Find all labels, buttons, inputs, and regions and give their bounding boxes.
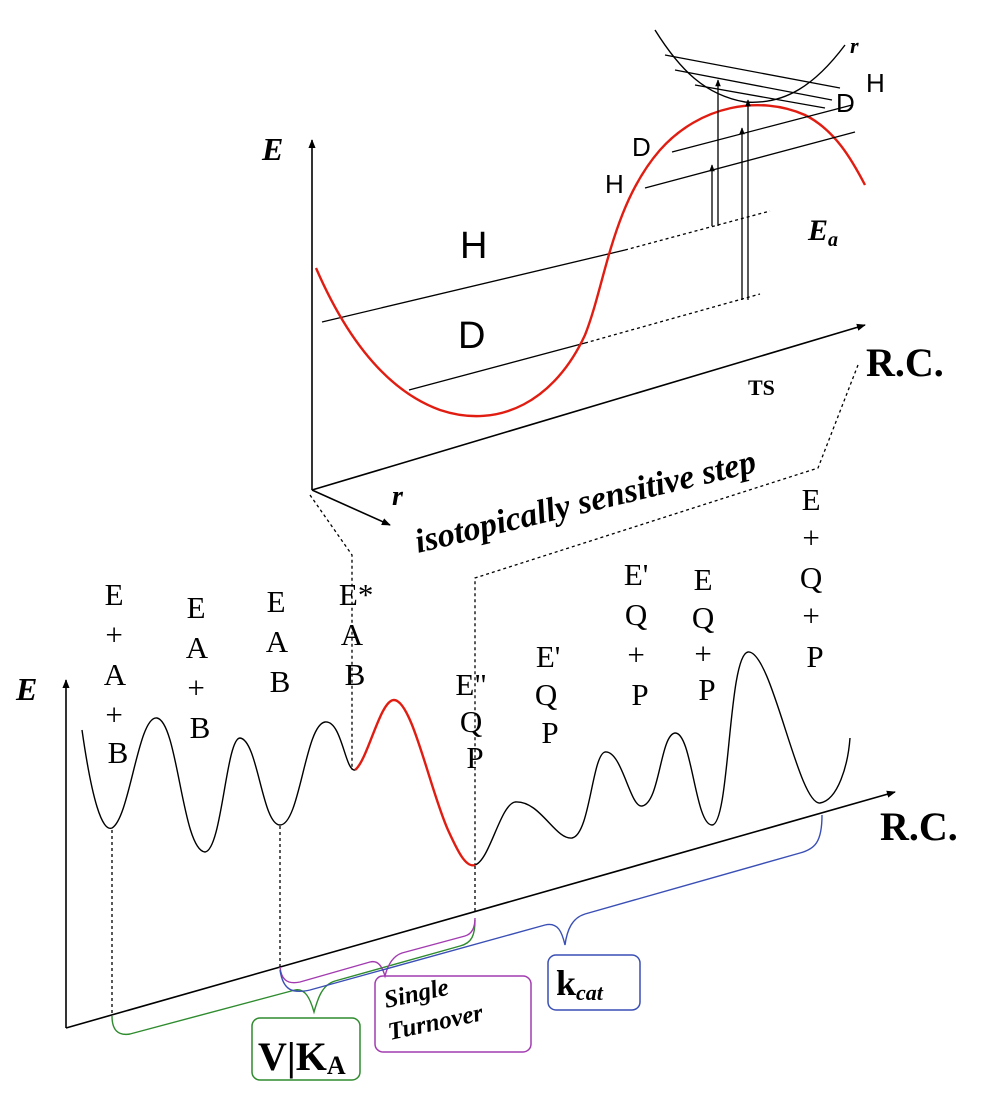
lower-panel: E R.C. E + A + B E A + B E A B (15, 482, 958, 1081)
top-well-d-label: D (836, 88, 855, 118)
lower-x-axis (65, 790, 896, 1029)
upper-potential-curve (314, 104, 867, 418)
lower-energy-profile-tail (474, 651, 851, 866)
top-well-level-1 (664, 54, 841, 89)
top-well-r-label: r (850, 33, 859, 58)
state-label-2: E A + B (186, 590, 214, 745)
ts-level-d-label: D (632, 132, 651, 162)
level-d-dashed (584, 293, 761, 344)
upper-x-axis-label: R.C. (866, 340, 944, 385)
level-h-dashed (624, 210, 771, 251)
upper-panel: E R.C. r TS H D H D Ea r H D isotopical (261, 29, 944, 865)
lower-isotopic-segment (354, 698, 476, 867)
projection-left (309, 494, 353, 770)
level-d-label: D (458, 315, 485, 357)
top-r-well (654, 29, 846, 103)
ts-level-h-line (644, 131, 856, 189)
top-well-level-2 (674, 69, 833, 101)
top-well-h-label: H (866, 68, 885, 98)
ea-label: Ea (807, 214, 838, 251)
ts-label: TS (748, 375, 775, 400)
top-well-level-3 (694, 84, 826, 109)
state-label-5: E" Q P (455, 667, 494, 775)
state-label-6: E' Q P (535, 639, 568, 750)
upper-x-axis (311, 323, 866, 491)
ts-level-d-line (671, 104, 853, 153)
upper-y-axis-label: E (261, 131, 283, 167)
v-over-ka-bracket (111, 919, 476, 1036)
state-label-7: E' Q + P (624, 557, 656, 712)
kcat-box: kcat (547, 954, 641, 1011)
state-label-9: E + Q + P (800, 482, 830, 674)
kcat-bracket (279, 814, 823, 993)
state-label-4: E* A B (339, 577, 381, 692)
v-over-ka-box: V|KA (251, 1017, 361, 1081)
upper-r-axis-label: r (392, 481, 404, 512)
upper-r-axis (311, 489, 391, 526)
lower-energy-profile (81, 717, 356, 853)
level-h-label: H (460, 225, 487, 267)
state-label-8: E Q + P (692, 562, 722, 707)
single-turnover-box: Single Turnover (374, 974, 532, 1053)
kcat-label: kcat (556, 963, 604, 1005)
level-h-line (321, 249, 626, 323)
level-d-line (408, 342, 586, 391)
lower-x-axis-label: R.C. (880, 804, 958, 849)
lower-y-axis-label: E (15, 671, 37, 707)
projection-right (474, 364, 859, 865)
state-label-3: E A B (266, 584, 294, 699)
v-over-ka-label: V|KA (258, 1034, 346, 1080)
ts-level-h-label: H (605, 169, 624, 199)
state-label-1: E + A + B (104, 577, 132, 770)
